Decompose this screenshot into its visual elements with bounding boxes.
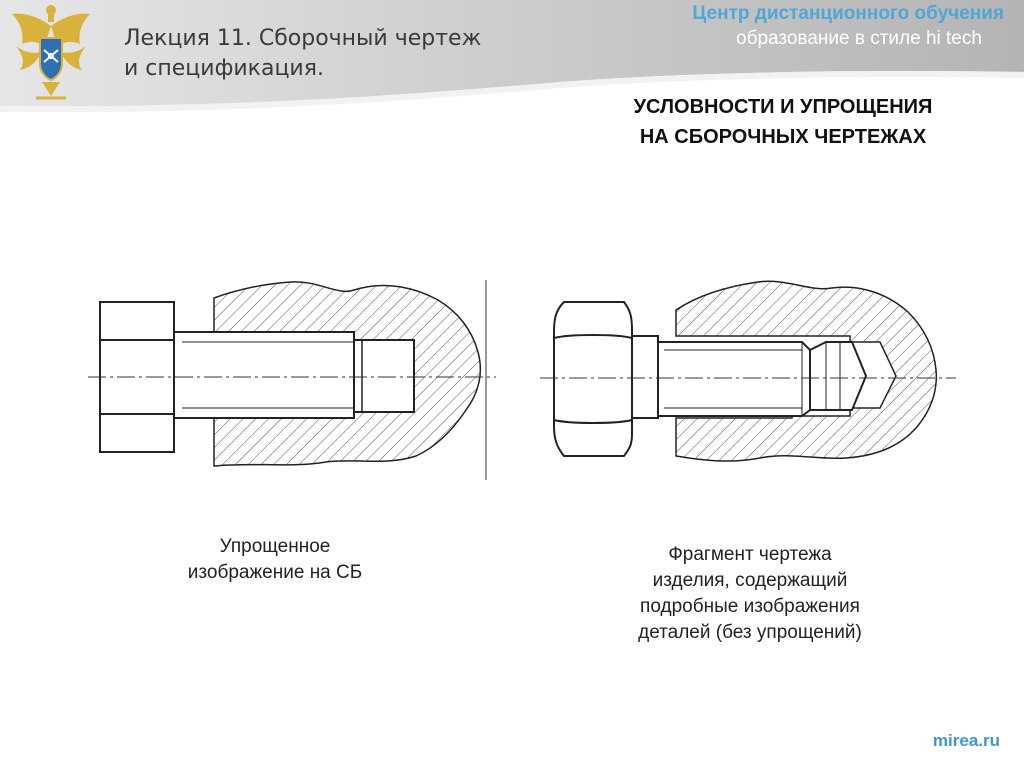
right-caption-line4: деталей (без упрощений): [638, 622, 862, 643]
right-figure-caption: Фрагмент чертежа изделия, содержащий под…: [580, 542, 920, 646]
right-caption-line1: Фрагмент чертежа: [668, 544, 832, 565]
left-caption-line2: изображение на СБ: [187, 562, 363, 583]
emblem-icon: [12, 5, 90, 100]
slide-heading-line2: НА СБОРОЧНЫХ ЧЕРТЕЖАХ: [639, 126, 927, 148]
bolt-detailed: [553, 301, 868, 457]
lecture-title: Лекция 11. Сборочный чертеж и спецификац…: [124, 24, 481, 84]
left-caption-line1: Упрощенное: [219, 536, 331, 557]
bolt-shank: [173, 331, 355, 419]
detailed-bolt-drawing: [540, 280, 956, 462]
hatched-part: [213, 281, 482, 467]
hatched-part: [675, 280, 938, 462]
right-caption-line3: подробные изображения: [640, 596, 860, 617]
slide-heading-line1: УСЛОВНОСТИ И УПРОЩЕНИЯ: [633, 96, 933, 118]
simplified-bolt-drawing: [88, 280, 496, 480]
bolt-shank: [657, 341, 811, 417]
slide-heading: УСЛОВНОСТИ И УПРОЩЕНИЯ НА СБОРОЧНЫХ ЧЕРТ…: [566, 92, 1000, 152]
lecture-title-line2: и спецификация.: [124, 56, 324, 81]
header-band: [0, 0, 1024, 112]
right-caption-line2: изделия, содержащий: [652, 570, 848, 591]
center-tagline: образование в стиле hi tech: [736, 28, 982, 49]
lecture-title-line1: Лекция 11. Сборочный чертеж: [124, 26, 482, 51]
site-link[interactable]: mirea.ru: [932, 731, 1000, 750]
center-name: Центр дистанционного обучения: [692, 3, 1004, 24]
bolt-head: [553, 301, 633, 457]
left-figure-caption: Упрощенное изображение на СБ: [120, 534, 430, 586]
